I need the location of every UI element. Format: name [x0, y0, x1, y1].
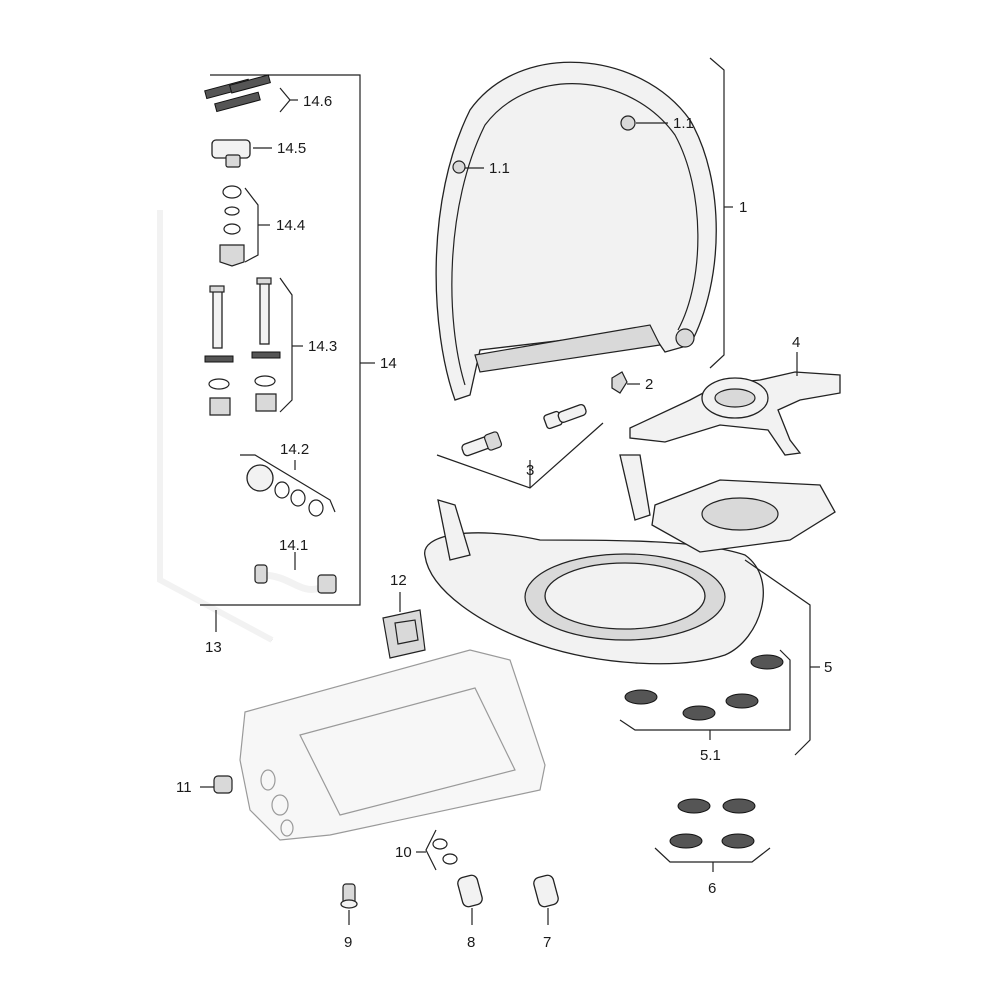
part-12-cover	[382, 609, 426, 659]
label-2: 2	[645, 376, 653, 393]
part-14-4-washers-nut	[219, 185, 245, 267]
label-1-1-upper: 1.1	[673, 115, 694, 132]
label-8: 8	[467, 934, 475, 951]
part-11-plug	[213, 775, 233, 794]
part-7-fitting	[533, 874, 559, 908]
bracket-1	[709, 57, 733, 369]
label-4: 4	[792, 334, 800, 351]
label-14-3: 14.3	[308, 338, 337, 355]
label-14-6: 14.6	[303, 93, 332, 110]
label-5-1: 5.1	[700, 747, 721, 764]
part-14-6-gaskets	[204, 74, 271, 113]
part-5-1-buffers	[624, 654, 784, 721]
part-1-lid	[435, 61, 717, 401]
label-14-5: 14.5	[277, 140, 306, 157]
label-7: 7	[543, 934, 551, 951]
label-6: 6	[708, 880, 716, 897]
label-14-4: 14.4	[276, 217, 305, 234]
ghost-housing	[239, 649, 546, 841]
part-8-fitting	[457, 874, 483, 908]
part-3-pins	[461, 403, 587, 457]
label-9: 9	[344, 934, 352, 951]
label-14: 14	[380, 355, 397, 372]
label-1-1-lower: 1.1	[489, 160, 510, 177]
part-10-o-rings	[432, 838, 458, 865]
label-5: 5	[824, 659, 832, 676]
part-5-seat	[424, 454, 836, 665]
label-13: 13	[205, 639, 222, 656]
part-9-nozzle	[340, 883, 358, 909]
part-4-mounting-plate	[629, 371, 841, 456]
label-14-2: 14.2	[280, 441, 309, 458]
part-14-5-tee	[211, 139, 251, 168]
label-3: 3	[526, 462, 534, 479]
part-6-buffer-set	[669, 798, 756, 849]
label-10: 10	[395, 844, 412, 861]
part-14-3-bolts	[204, 277, 281, 416]
label-1: 1	[739, 199, 747, 216]
label-12: 12	[390, 572, 407, 589]
label-14-1: 14.1	[279, 537, 308, 554]
part-2-clip	[611, 371, 628, 394]
label-11: 11	[176, 779, 192, 796]
part-14-2-nut-seals	[246, 464, 324, 517]
part-13-pipe	[157, 210, 274, 643]
part-14-1-hose	[254, 564, 337, 594]
